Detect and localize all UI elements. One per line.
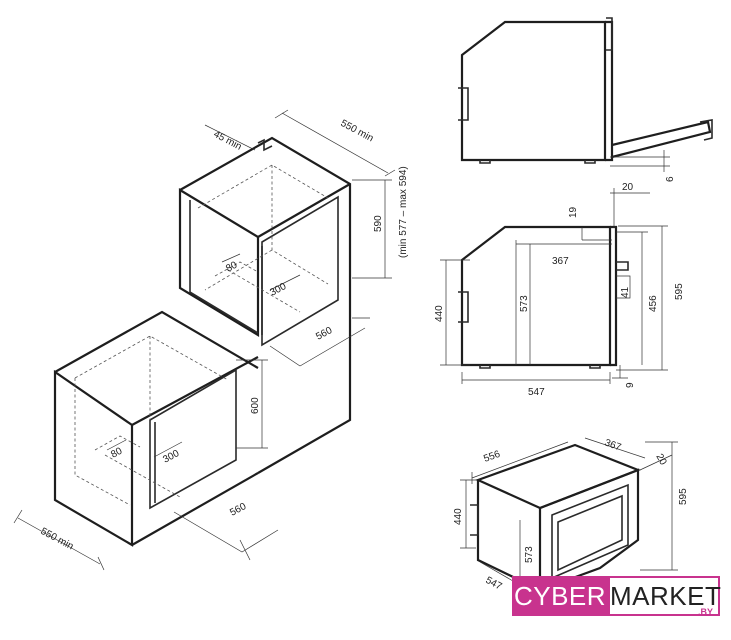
dim-440 [440,259,470,366]
oven-iso-door [551,483,629,580]
dim-41 [616,275,631,299]
label-440: 440 [434,305,445,322]
dim-560-upper [269,317,370,367]
label-9: 9 [625,382,636,388]
oven-feet [479,160,596,164]
oven-iso-window [557,494,623,572]
dim-upper-cutout [221,253,301,291]
dim-45min [204,124,256,151]
oven-side-dimensions-drawing: 20 19 367 573 41 456 595 440 9 547 [434,182,685,398]
oven-front-panel [605,20,614,162]
dim-19 [581,227,612,241]
oven-door-handle [699,119,713,141]
oven-open-door [611,120,712,159]
label-lower-80: 80 [109,446,124,461]
upper-inner-dashes [197,164,329,291]
dim-595 [616,225,668,371]
dim-550min-lower [13,509,105,571]
dim-367-iso [584,437,646,459]
label-573-iso: 573 [524,546,535,563]
oven-side-tab-2 [458,291,469,323]
dim-9 [612,365,628,379]
label-590: 590 [373,215,384,232]
oven-iso-tab [470,504,479,536]
label-440-iso: 440 [453,508,464,525]
upper-opening-frame [261,195,339,347]
dim-6 [610,150,670,172]
dim-440-iso [460,479,476,549]
upper-cabinet-outline [179,136,352,474]
upper-opening-left [189,200,259,334]
label-550min-upper: 550 min [339,118,376,144]
dim-20 [610,188,650,228]
oven-top-control [606,17,613,51]
label-556: 556 [482,449,502,465]
oven-isometric-drawing: 556 367 20 595 440 573 547 [453,437,689,592]
label-550min-lower: 550 min [39,526,76,552]
upper-top-notch [257,138,273,152]
oven-side-tab [458,87,469,121]
oven-knob [616,261,629,271]
oven-side-body-2 [460,225,612,367]
label-upper-560: 560 [314,325,334,343]
cabinet-niche-drawing: 45 min 550 min (min 577 – max 594) 590 8… [13,109,409,571]
dim-lower-cutout [106,439,183,458]
upper-cabinet-front-left [178,188,260,337]
label-20: 20 [622,182,634,193]
lower-opening-frame [149,368,237,510]
cybermarket-logo: CYBER MARKET .BY [512,576,722,620]
label-595-iso: 595 [678,488,689,505]
oven-feet-2 [479,365,601,369]
label-upper-300: 300 [268,281,288,299]
lower-inner-dashes [74,335,229,506]
label-367-iso: 367 [603,437,623,453]
logo-domain-text: .BY [698,607,714,617]
upper-cabinet-top-edge [257,183,351,238]
label-573: 573 [519,295,530,312]
lower-cabinet-bottom [131,472,259,546]
lower-cabinet-top-front [131,356,259,426]
dim-600 [236,359,268,449]
lower-cabinet-top [54,310,259,373]
label-367: 367 [552,256,569,267]
upper-cutout-dashes [214,261,259,277]
dim-590 [352,179,392,279]
label-upper-80: 80 [224,260,239,275]
dim-367 [515,240,612,365]
dim-20-iso [639,454,673,471]
oven-iso-side [476,480,542,592]
label-456: 456 [648,295,659,312]
label-6: 6 [665,176,676,182]
oven-iso-front [539,468,640,592]
label-600: 600 [250,397,261,414]
label-41: 41 [620,286,631,298]
logo-cyber-text: CYBER [512,576,608,616]
upper-cutout-line [227,269,301,313]
dim-560-lower [173,511,279,561]
oven-side-body [460,20,607,162]
label-lower-560: 560 [228,501,248,519]
dim-556 [471,441,569,484]
dim-547 [461,372,611,384]
label-lower-300: 300 [161,448,181,466]
label-20-iso: 20 [653,452,668,468]
oven-side-open-drawing: 6 [458,17,713,182]
lower-cabinet-front-left [53,369,134,547]
label-19: 19 [568,206,579,218]
label-595: 595 [674,283,685,300]
dim-456 [616,231,648,365]
logo-market-text: MARKET [608,576,721,616]
lower-cutout-dashes [94,435,181,498]
label-45min: 45 min [212,129,244,153]
dim-595-iso [640,441,678,571]
label-547-iso: 547 [484,575,504,593]
label-height-range: (min 577 – max 594) [398,166,409,258]
dim-550min-upper [274,109,396,177]
oven-front-panel-2 [610,225,618,367]
label-547: 547 [528,387,545,398]
